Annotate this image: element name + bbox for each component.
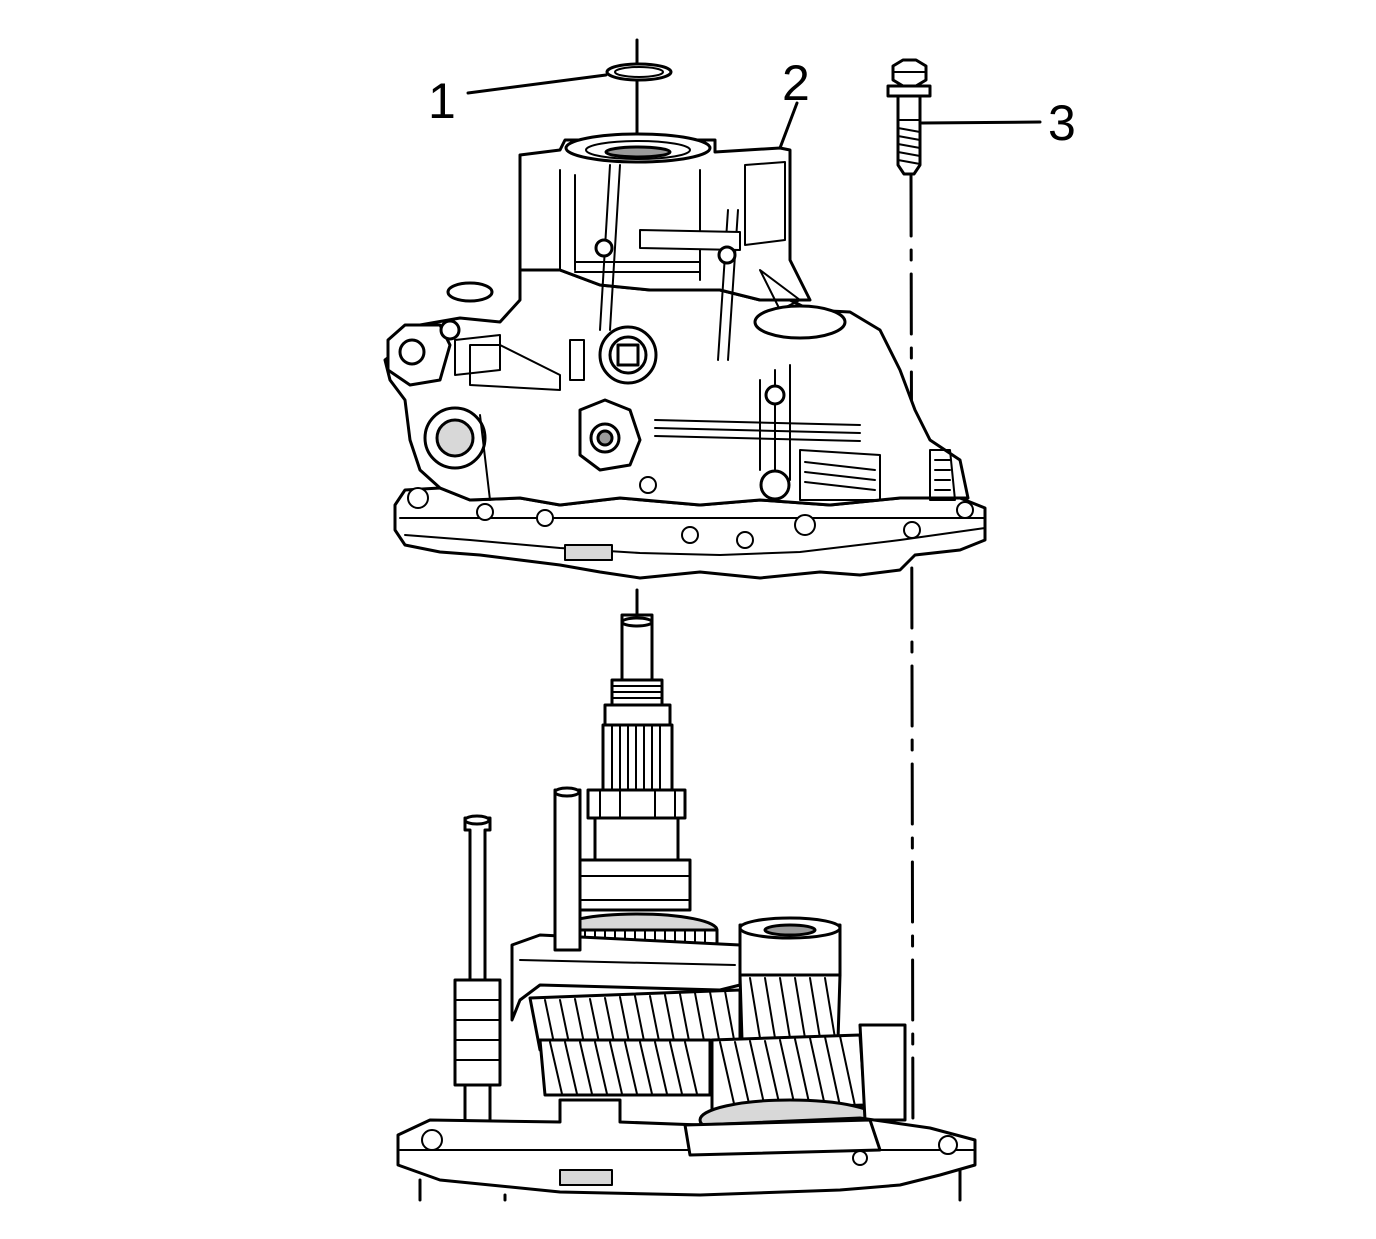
callout-1-label: 1 xyxy=(428,73,456,129)
leader-line-1 xyxy=(466,73,608,95)
callout-3-label: 3 xyxy=(1048,95,1076,151)
bolt-axis-dashed xyxy=(909,174,915,1162)
snap-ring xyxy=(605,62,673,82)
leader-line-2 xyxy=(778,101,799,150)
transmission-housing xyxy=(383,132,987,580)
gear-cluster xyxy=(396,613,977,1202)
bolt xyxy=(886,58,932,176)
callout-2-label: 2 xyxy=(782,55,810,111)
leader-line-3 xyxy=(920,120,1042,125)
